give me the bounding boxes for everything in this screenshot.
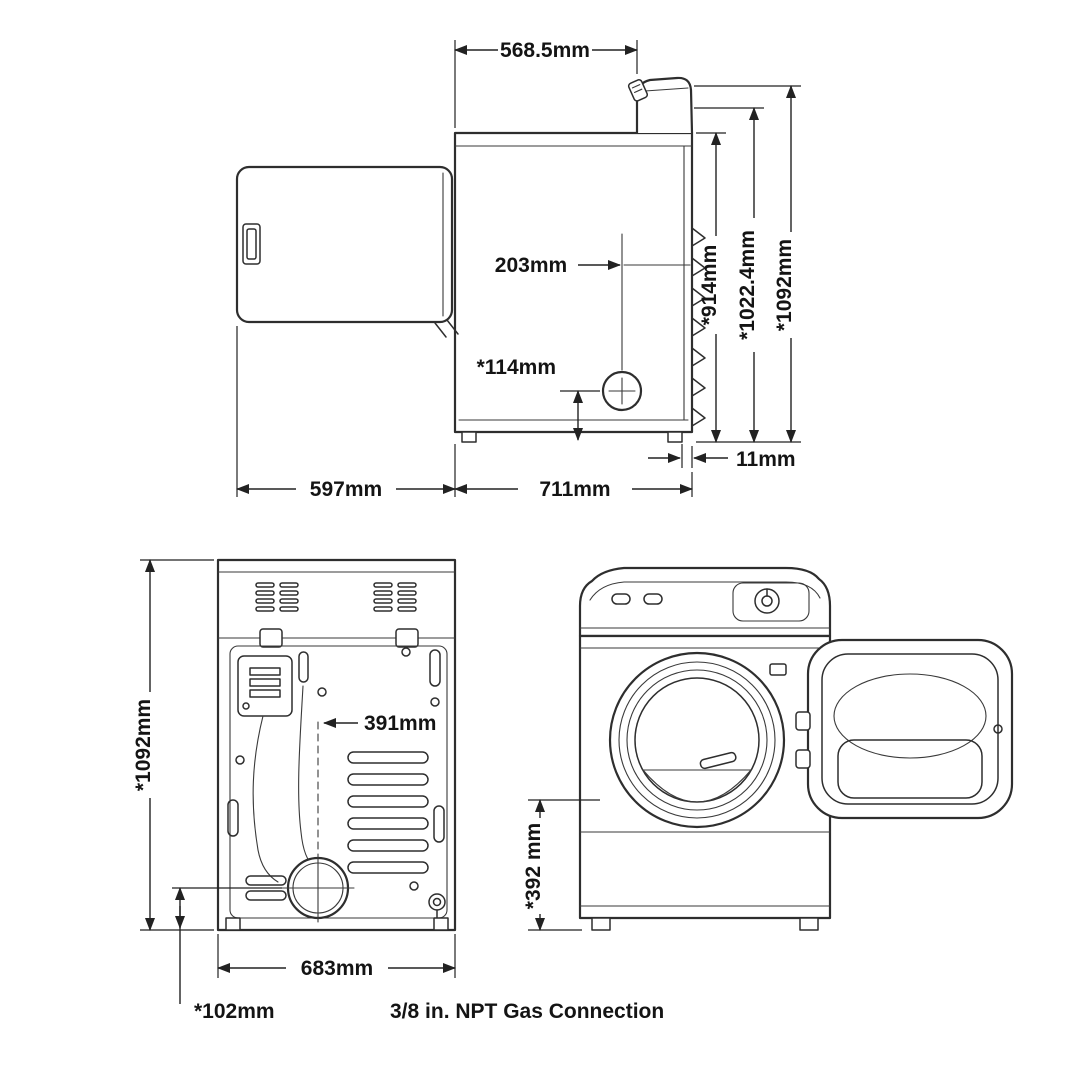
front-view	[578, 566, 832, 931]
dim-label-height-cabinet: *914mm	[698, 245, 721, 326]
console-button-right	[643, 593, 663, 605]
back-left-foot	[225, 917, 241, 931]
dim-label-door-depth: 597mm	[310, 478, 382, 501]
open-door	[795, 638, 1014, 820]
dim-gas-height: *114mm	[477, 356, 600, 441]
gas-pipe-routing	[298, 685, 315, 867]
lint-filter-handle	[699, 751, 737, 770]
dim-label-back-exhaust-height: *102mm	[194, 1000, 275, 1023]
dim-back-exhaust-height: *102mm	[172, 887, 282, 1023]
gas-connection-note: 3/8 in. NPT Gas Connection	[390, 1000, 664, 1023]
console-button-left	[611, 593, 631, 605]
rear-louvers	[691, 227, 706, 427]
dim-heights: *914mm *1022.4mm *1092mm	[694, 85, 801, 443]
side-cabinet	[453, 131, 694, 434]
front-console	[578, 566, 832, 638]
drum-opening	[608, 651, 786, 829]
dim-label-gas-height: *114mm	[477, 356, 556, 379]
dim-gas-setback: 203mm	[495, 254, 691, 277]
dim-label-top-width: 568.5mm	[500, 39, 590, 62]
side-open-door	[235, 165, 459, 338]
side-console	[627, 76, 694, 134]
door-outer	[806, 638, 1014, 820]
dim-front-exhaust-height: *392 mm	[522, 799, 600, 931]
console-knob	[627, 79, 649, 102]
dim-label-height-overall: *1092mm	[773, 239, 796, 331]
back-vent-grilles	[255, 582, 417, 612]
dim-exhaust-offset: 391mm	[323, 712, 436, 735]
dim-back-width: 683mm	[217, 934, 456, 980]
dim-back-height: *1092mm	[132, 559, 214, 931]
dim-label-front-exhaust-height: *392 mm	[522, 823, 545, 909]
back-view	[216, 558, 457, 932]
door-inner-ring	[821, 653, 999, 805]
back-bracket-right	[395, 628, 419, 648]
dim-label-rear-clearance: 11mm	[736, 448, 796, 471]
back-bracket-left	[259, 628, 283, 648]
door-latch	[769, 663, 787, 676]
front-left-foot	[591, 917, 611, 931]
door-handle	[242, 223, 261, 265]
dim-label-exhaust-offset: 391mm	[364, 712, 436, 735]
back-louver-slots	[347, 751, 429, 874]
lint-filter	[641, 769, 753, 803]
dim-label-back-height: *1092mm	[132, 699, 155, 791]
back-right-foot	[433, 917, 449, 931]
dim-depths: 597mm 711mm	[236, 326, 693, 501]
side-gas-connection	[601, 233, 643, 412]
terminal-block	[237, 655, 293, 717]
exhaust-outlet	[281, 721, 355, 923]
side-rear-foot	[667, 431, 683, 443]
dim-rear-clearance: 11mm	[648, 444, 796, 471]
dim-label-height-console: *1022.4mm	[736, 230, 759, 340]
dim-label-back-width: 683mm	[301, 957, 373, 980]
front-right-foot	[799, 917, 819, 931]
door-hinge-bottom	[795, 749, 811, 769]
dim-top-width: 568.5mm	[454, 39, 638, 128]
wiring-routing	[252, 715, 279, 883]
side-view	[235, 76, 706, 443]
door-hinge-top	[795, 711, 811, 731]
dim-label-cabinet-depth: 711mm	[539, 478, 610, 501]
door-grille	[837, 739, 983, 799]
door-window-bulge	[833, 673, 987, 759]
door-catch	[993, 724, 1003, 734]
side-front-foot	[461, 431, 477, 443]
timer-knob	[754, 588, 780, 614]
dim-label-gas-setback: 203mm	[495, 254, 567, 277]
